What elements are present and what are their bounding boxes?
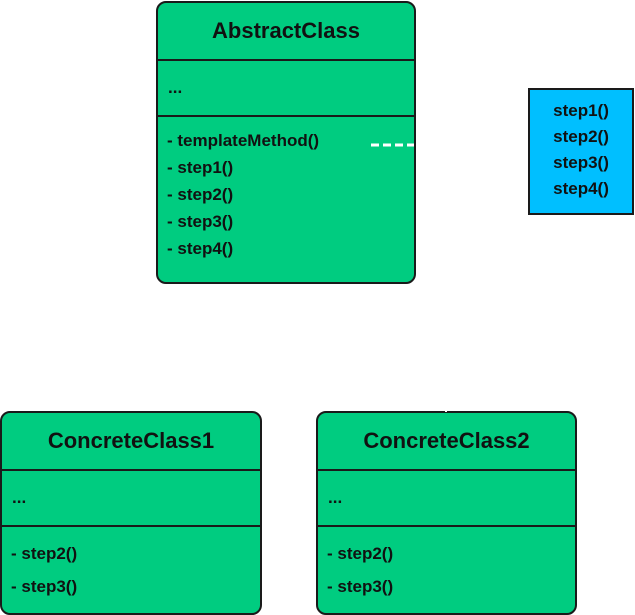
concrete-class-2-attributes: ... — [318, 471, 575, 527]
method-step2: - step2() — [167, 185, 234, 204]
note-line-step3: step3() — [553, 153, 609, 172]
method-step3: - step3() — [327, 577, 394, 596]
concrete-class-2-methods: - step2() - step3() — [318, 527, 575, 603]
abstract-class-methods: - templateMethod() - step1() - step2() -… — [158, 117, 414, 262]
concrete-class-2-name: ConcreteClass2 — [318, 413, 575, 471]
concrete-class-1-box: ConcreteClass1 ... - step2() - step3() — [0, 411, 262, 615]
note-line-step2: step2() — [553, 127, 609, 146]
concrete-class-1-methods: - step2() - step3() — [2, 527, 260, 603]
concrete-class-1-name: ConcreteClass1 — [2, 413, 260, 471]
method-step2: - step2() — [327, 544, 394, 563]
method-template-method: - templateMethod() — [167, 131, 320, 150]
method-step3: - step3() — [167, 212, 234, 231]
template-steps-note: step1() step2() step3() step4() — [528, 88, 634, 215]
concrete-class-2-box: ConcreteClass2 ... - step2() - step3() — [316, 411, 577, 615]
method-step3: - step3() — [11, 577, 78, 596]
concrete-class-1-attributes: ... — [2, 471, 260, 527]
method-step4: - step4() — [167, 239, 234, 258]
abstract-class-attributes: ... — [158, 61, 414, 117]
method-step2: - step2() — [11, 544, 78, 563]
note-line-step1: step1() — [553, 101, 609, 120]
note-line-step4: step4() — [553, 179, 609, 198]
abstract-class-box: AbstractClass ... - templateMethod() - s… — [156, 1, 416, 284]
method-step1: - step1() — [167, 158, 234, 177]
abstract-class-name: AbstractClass — [158, 3, 414, 61]
